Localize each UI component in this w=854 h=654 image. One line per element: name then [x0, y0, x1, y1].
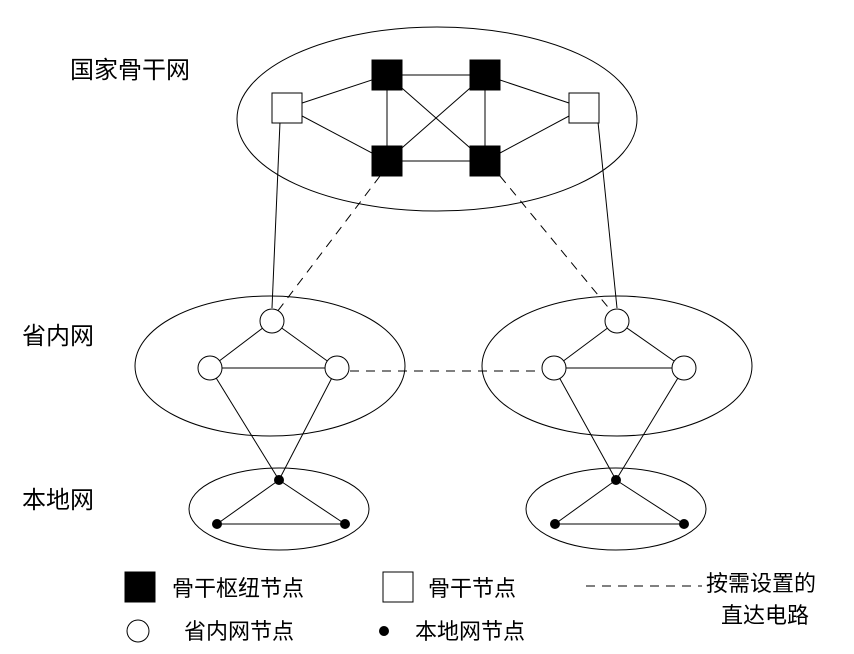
- link-local-left-a: [216, 479, 280, 525]
- local-node: [212, 519, 222, 529]
- legend-local-label: 本地网节点: [415, 620, 525, 645]
- local-links: [216, 479, 685, 525]
- legend-backbone-swatch: [382, 571, 414, 603]
- local-node: [274, 475, 284, 485]
- link-local-left-b: [278, 479, 346, 525]
- link-prov-left-local-a: [209, 367, 280, 481]
- provincial-region-left: [134, 295, 406, 437]
- link-prov-left-local-b: [278, 367, 338, 481]
- link-bb-right-hub-tr: [484, 74, 585, 109]
- backbone-node: [271, 92, 303, 124]
- link-bb-left-prov-left-top: [271, 121, 281, 309]
- local-region-right: [525, 467, 707, 551]
- link-prov-left-top-right: [271, 320, 338, 369]
- backbone-node: [568, 92, 600, 124]
- link-prov-right-top-right: [616, 320, 685, 369]
- ondemand-circuits: [276, 175, 613, 372]
- link-bb-right-hub-br: [484, 107, 585, 162]
- link-prov-right-top-left: [553, 320, 618, 369]
- legend-local-swatch: [379, 626, 389, 636]
- legend-ondemand-label-line2: 直达电路: [721, 604, 809, 629]
- legend: 骨干枢纽节点 骨干节点 按需设置的 直达电路 省内网节点 本地网节点: [124, 571, 816, 645]
- local-region-left: [188, 467, 370, 551]
- legend-hub-label: 骨干枢纽节点: [172, 577, 304, 602]
- backbone-links: [286, 74, 585, 162]
- provincial-node: [604, 308, 630, 334]
- link-bb-left-hub-bl: [286, 107, 388, 162]
- link-local-right-b: [615, 479, 685, 525]
- provincial-node: [259, 308, 285, 334]
- link-prov-right-local-b: [615, 367, 685, 481]
- local-node: [611, 475, 621, 485]
- backbone-hub-node: [371, 59, 403, 91]
- backbone-hub-node: [469, 145, 501, 177]
- label-local-network: 本地网: [22, 486, 94, 514]
- uplink-lines: [271, 121, 618, 309]
- provincial-node: [197, 355, 223, 381]
- link-hub-tr-hub-bl: [386, 74, 486, 162]
- provincial-node: [324, 355, 350, 381]
- label-provincial-network: 省内网: [22, 322, 94, 350]
- provincial-region-right: [481, 295, 753, 437]
- local-node: [550, 519, 560, 529]
- backbone-hub-node: [469, 59, 501, 91]
- legend-hub-swatch: [124, 571, 156, 603]
- link-prov-right-local-a: [553, 367, 617, 481]
- dashed-hub-bl-prov-left: [276, 175, 381, 313]
- local-node: [679, 519, 689, 529]
- link-local-right-a: [554, 479, 617, 525]
- link-bb-left-hub-tl: [286, 74, 388, 109]
- national-backbone-region: [236, 26, 638, 212]
- link-bb-right-prov-right-top: [597, 121, 618, 309]
- backbone-hub-node: [371, 145, 403, 177]
- legend-backbone-label: 骨干节点: [428, 577, 516, 602]
- label-national-backbone: 国家骨干网: [70, 56, 190, 84]
- provincial-node: [671, 355, 697, 381]
- provincial-links: [209, 320, 685, 481]
- link-prov-left-top-left: [209, 320, 273, 369]
- legend-ondemand-label-line1: 按需设置的: [706, 572, 816, 597]
- dashed-hub-br-prov-right: [499, 175, 613, 313]
- provincial-node: [541, 355, 567, 381]
- legend-provincial-swatch: [126, 619, 150, 643]
- legend-provincial-label: 省内网节点: [184, 620, 294, 645]
- local-node: [340, 519, 350, 529]
